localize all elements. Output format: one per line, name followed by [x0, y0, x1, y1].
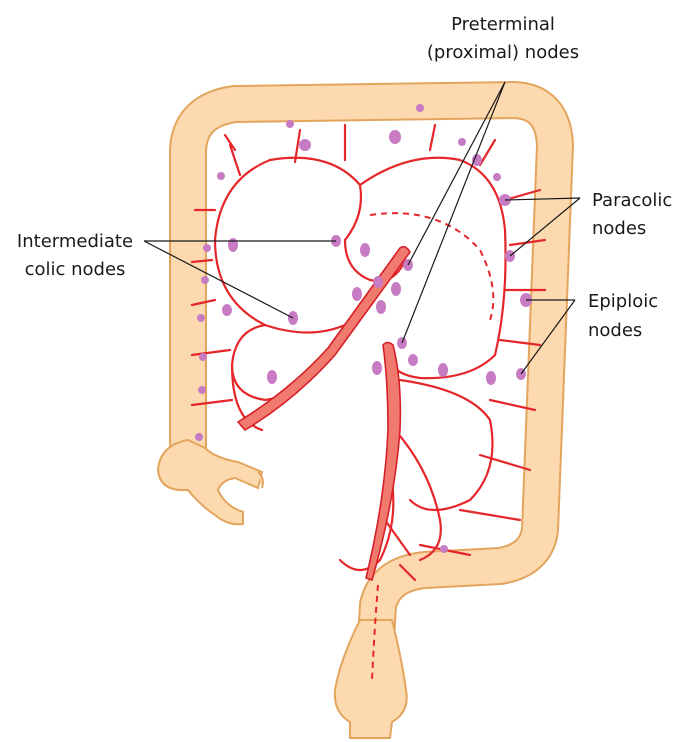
paracolic-label-line1: Paracolic — [592, 190, 672, 211]
epiploic-node — [199, 353, 207, 361]
paracolic-node — [389, 130, 401, 144]
arcade — [395, 430, 441, 560]
epiploic-label-line1: Epiploic — [588, 291, 658, 312]
epiploic-node — [440, 545, 448, 553]
preterminal-label-line2: (proximal) nodes — [427, 42, 579, 63]
arcade — [270, 158, 361, 240]
preterminal-leader — [402, 82, 505, 343]
preterminal-node — [408, 354, 418, 366]
epiploic-node — [286, 120, 294, 128]
arcade — [360, 158, 506, 378]
epiploic-node — [197, 314, 205, 322]
epiploic-node — [201, 276, 209, 284]
middle-colic-artery — [238, 247, 410, 430]
vasa-recta — [192, 125, 545, 580]
paracolic-label-line2: nodes — [592, 218, 646, 239]
intermediate-colic-node — [267, 370, 277, 384]
arcade — [400, 380, 493, 510]
intermediate-label-line2: colic nodes — [25, 259, 126, 280]
labels: Preterminal (proximal) nodes Intermediat… — [17, 14, 672, 341]
paracolic-node — [486, 371, 496, 385]
preterminal-node — [376, 300, 386, 314]
paracolic-node — [458, 138, 466, 146]
paracolic-node — [217, 172, 225, 180]
caecum — [158, 440, 262, 524]
left-colic-artery — [366, 343, 400, 581]
preterminal-label-line1: Preterminal — [451, 14, 555, 35]
intermediate-colic-node — [228, 238, 238, 252]
epiploic-node — [198, 386, 206, 394]
arcade — [232, 325, 320, 400]
preterminal-node — [352, 287, 362, 301]
preterminal-node — [360, 243, 370, 257]
epiploic-node — [416, 104, 424, 112]
arteries — [238, 247, 410, 580]
preterminal-node — [391, 282, 401, 296]
epiploic-label-line2: nodes — [588, 320, 642, 341]
intermediate-colic-node — [222, 304, 232, 316]
preterminal-node — [373, 276, 383, 288]
epiploic-node — [203, 244, 211, 252]
paracolic-node — [472, 154, 482, 166]
colon — [158, 100, 555, 738]
intermediate-label-line1: Intermediate — [17, 231, 133, 252]
paracolic-node — [299, 139, 311, 151]
preterminal-node — [438, 363, 448, 377]
epiploic-node — [493, 173, 501, 181]
preterminal-node — [372, 361, 382, 375]
epiploic-node — [195, 433, 203, 441]
rectum — [335, 620, 407, 738]
